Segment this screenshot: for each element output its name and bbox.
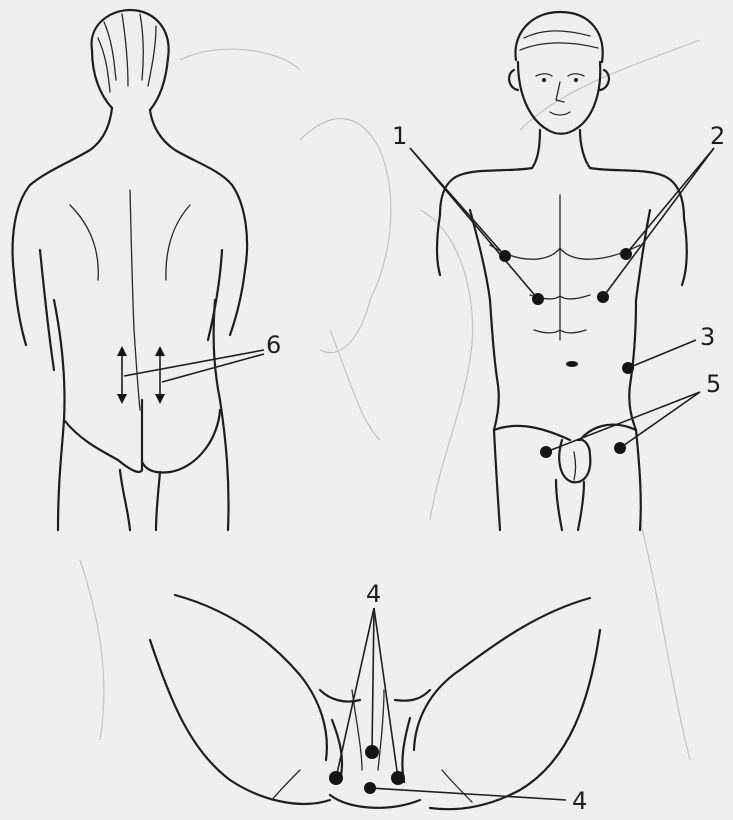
label-5: 5 [706,370,721,398]
point-2a [620,248,632,260]
label-2: 2 [710,122,725,150]
point-4c [391,771,405,785]
point-4b [365,745,379,759]
label-1: 1 [392,122,407,150]
label-6: 6 [266,331,281,359]
point-1b [532,293,544,305]
front-view-figure [437,12,687,530]
point-4a [329,771,343,785]
point-4d [364,782,376,794]
front-pointer-lines [410,148,714,452]
perineum-view-figure [150,595,600,809]
point-3 [622,362,634,374]
point-5a [540,446,552,458]
back-view-figure [13,10,248,530]
label-4-bottom: 4 [572,787,587,815]
point-1a [499,250,511,262]
point-2b [597,291,609,303]
label-4-top: 4 [366,580,381,608]
label-3: 3 [700,323,715,351]
perineum-pointer-lines [336,608,566,800]
point-5b [614,442,626,454]
